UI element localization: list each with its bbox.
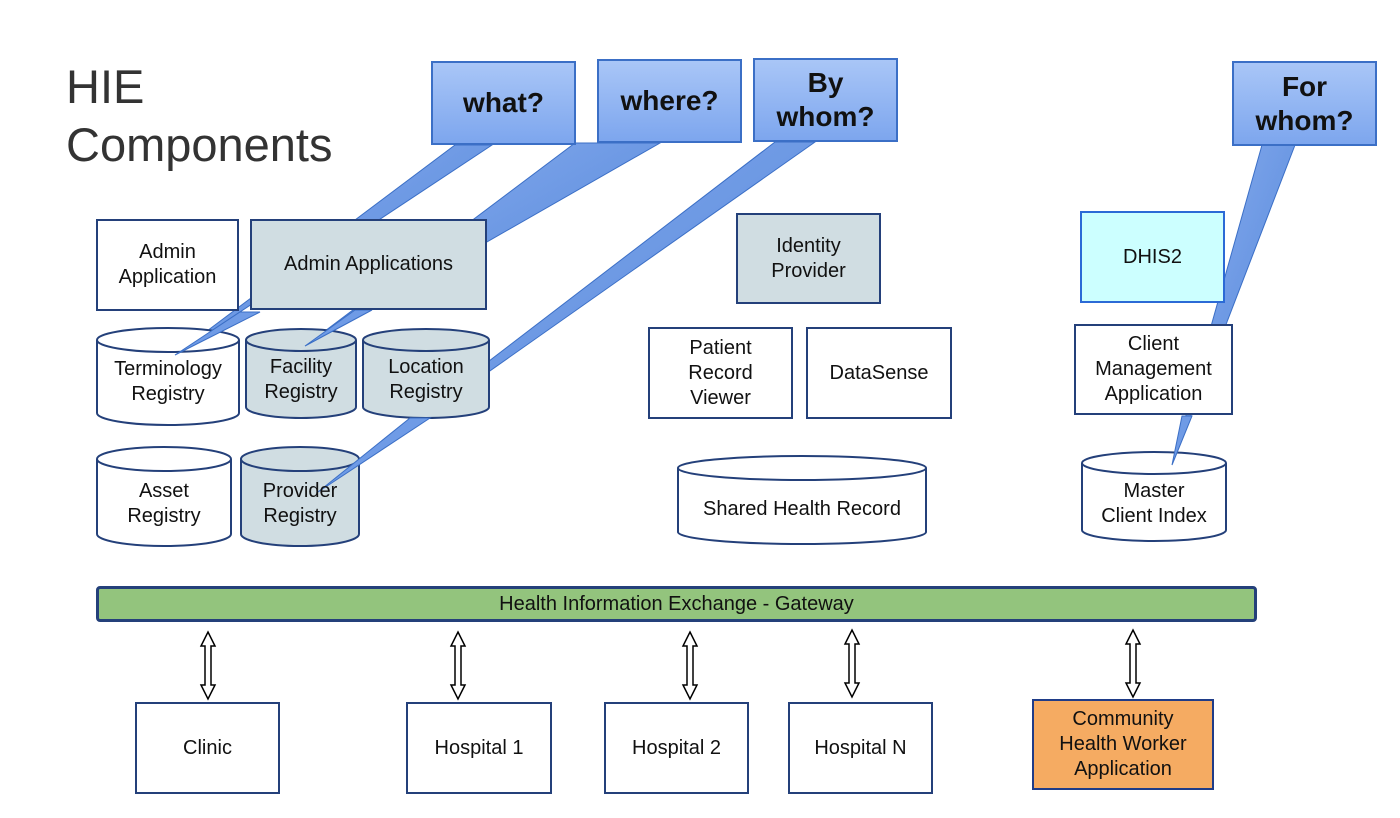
clinic-box: Clinic (135, 702, 280, 794)
shared-health-record-cylinder (677, 455, 927, 545)
asset-registry-cylinder (96, 446, 232, 547)
title-line-1: HIE (66, 60, 145, 113)
link-arrow-hospital-1 (449, 630, 467, 701)
location-registry-label: Location Registry (388, 356, 464, 403)
hospital-1-box: Hospital 1 (406, 702, 552, 794)
facility-registry-label: Facility Registry (264, 356, 338, 403)
location-registry-cylinder (362, 328, 490, 419)
callout-by-whom: By whom? (753, 58, 898, 142)
link-arrow-chw-application (1124, 628, 1142, 699)
link-arrow-hospital-2 (681, 630, 699, 701)
facility-registry-cylinder (245, 328, 357, 419)
hospital-n-box: Hospital N (788, 702, 933, 794)
terminology-registry-label: Terminology Registry (114, 358, 222, 405)
patient-record-viewer-box: Patient Record Viewer (648, 327, 793, 419)
identity-provider-box: Identity Provider (736, 213, 881, 304)
master-client-index-cylinder (1081, 451, 1227, 542)
datasense-box: DataSense (806, 327, 952, 419)
asset-registry-label: Asset Registry (127, 480, 201, 527)
hie-gateway-bar: Health Information Exchange - Gateway (96, 586, 1257, 622)
page-title: HIE Components (66, 58, 333, 174)
provider-registry-label: Provider Registry (262, 480, 338, 527)
dhis2-box: DHIS2 (1080, 211, 1225, 303)
callout-what: what? (431, 61, 576, 145)
admin-application-box: Admin Application (96, 219, 239, 311)
title-line-2: Components (66, 118, 333, 171)
hospital-2-box: Hospital 2 (604, 702, 749, 794)
admin-applications-box: Admin Applications (250, 219, 487, 310)
link-arrow-clinic (199, 630, 217, 701)
link-arrow-hospital-n (843, 628, 861, 699)
callout-where: where? (597, 59, 742, 143)
callout-for-whom: For whom? (1232, 61, 1377, 146)
client-management-application-box: Client Management Application (1074, 324, 1233, 415)
provider-registry-cylinder (240, 446, 360, 547)
chw-application-box: Community Health Worker Application (1032, 699, 1214, 790)
master-client-index-label: Master Client Index (1101, 480, 1207, 527)
shared-health-record-label: Shared Health Record (703, 497, 901, 520)
terminology-registry-cylinder (96, 327, 240, 426)
hie-gateway-label: Health Information Exchange - Gateway (499, 592, 854, 615)
